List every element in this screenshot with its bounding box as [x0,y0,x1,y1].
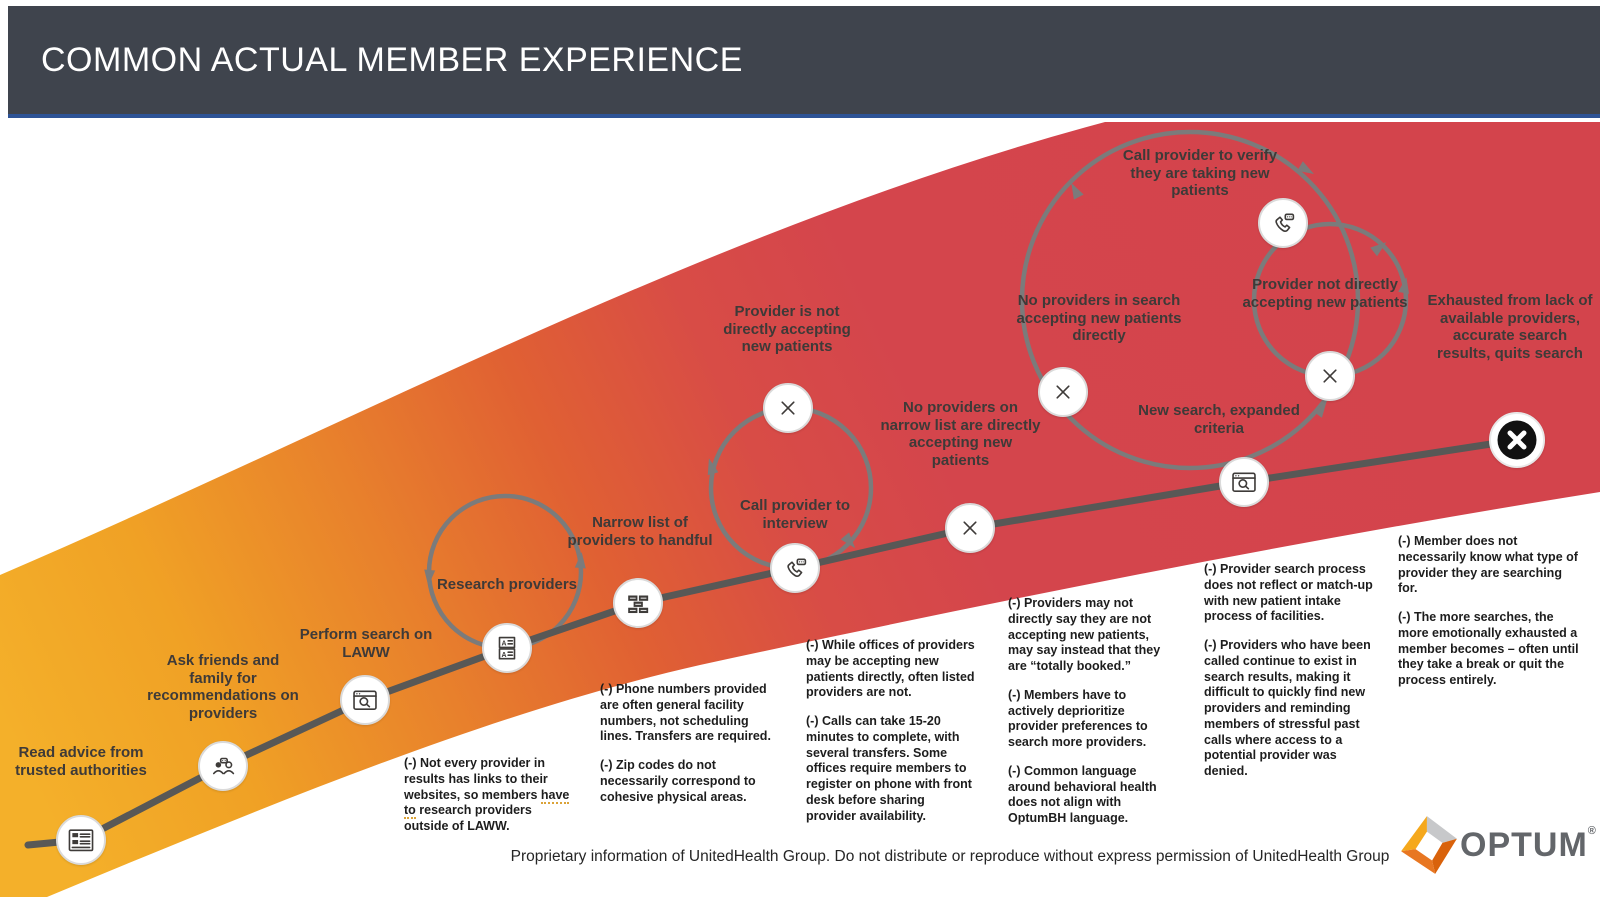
page-title: COMMON ACTUAL MEMBER EXPERIENCE [41,40,743,79]
note-paragraph: (-) Providers may not directly say they … [1008,596,1161,673]
optum-name: OPTUM [1460,826,1588,864]
step-label-perform-search: Perform search on LAWW [299,626,433,661]
people-chat-glyph [212,757,235,775]
step-label-call-verify: Call provider to verify they are taking … [1122,147,1278,200]
note-paragraph: (-) While offices of providers may be ac… [806,638,975,700]
slide-header: COMMON ACTUAL MEMBER EXPERIENCE [8,6,1600,118]
note-paragraph: (-) Zip codes do not necessarily corresp… [600,758,756,804]
step-label-none-on-list: No providers on narrow list are directly… [880,399,1041,469]
x-icon [945,503,995,553]
step-label-ask-friends: Ask friends and family for recommendatio… [147,652,299,722]
note-phone-numbers: (-) Phone numbers provided are often gen… [600,682,772,818]
note-paragraph: (-) Phone numbers provided are often gen… [600,682,771,744]
quit-x-glyph [1497,420,1537,460]
note-paragraph: (-) The more searches, the more emotiona… [1398,610,1579,687]
note-member-exhaustion: (-) Member does not necessarily know wha… [1398,534,1582,702]
x-icon [1305,351,1355,401]
step-label-new-search: New search, expanded criteria [1138,402,1300,437]
note-text: (-) Not every provider in results has li… [404,756,548,802]
step-label-not-direct: Provider not directly accepting new pati… [1242,276,1408,311]
optum-logo: OPTUM® [1398,810,1598,880]
phone-chat-icon [1258,198,1308,248]
provider-cards-glyph: A A [498,636,516,660]
note-offices: (-) While offices of providers may be ac… [806,638,976,837]
quit-x-icon [1489,412,1545,468]
provider-grid-icon [613,578,663,628]
note-text-underlined: have to [404,787,570,820]
phone-chat-glyph [1275,213,1295,232]
note-search-process: (-) Provider search process does not ref… [1204,562,1376,793]
x-icon [1038,367,1088,417]
svg-text:A: A [501,640,506,647]
optum-wordmark: OPTUM® [1460,825,1597,864]
gradient-swoosh [0,122,1600,897]
registered-mark: ® [1587,825,1597,837]
step-label-narrow-list: Narrow list of providers to handful [567,514,713,549]
newspaper-icon [56,815,106,865]
phone-chat-glyph [787,558,807,577]
step-label-exhausted: Exhausted from lack of available provide… [1427,292,1593,362]
note-paragraph: (-) Member does not necessarily know wha… [1398,534,1578,596]
svg-text:A: A [501,652,506,659]
note-paragraph: (-) Common language around behavioral he… [1008,763,1157,825]
x-icon [763,383,813,433]
newspaper-glyph [68,829,94,852]
browser-search-glyph [1232,472,1256,493]
step-label-none-in-search: No providers in search accepting new pat… [1016,292,1182,345]
browser-search-glyph [353,690,377,711]
browser-search-icon [1219,457,1269,507]
provider-cards-icon: A A [482,623,532,673]
optum-kite-icon [1401,816,1457,874]
journey-line [24,436,1521,849]
step-label-call-interview: Call provider to interview [739,497,851,532]
provider-grid-glyph [628,595,649,614]
proprietary-disclaimer: Proprietary information of UnitedHealth … [510,848,1390,865]
loop-arrowheads [424,161,1410,586]
note-paragraph: (-) Calls can take 15-20 minutes to comp… [806,714,972,823]
step-label-read-advice: Read advice from trusted authorities [15,744,147,779]
people-chat-icon [198,741,248,791]
note-laww-search: (-) Not every provider in results has li… [404,756,576,848]
step-label-research: Research providers [436,576,578,593]
note-totally-booked: (-) Providers may not directly say they … [1008,596,1174,840]
step-label-not-accepting: Provider is not directly accepting new p… [723,303,851,356]
note-paragraph: (-) Not every provider in results has li… [404,756,576,835]
browser-search-icon [340,675,390,725]
new-search-outer-loop [1019,129,1361,471]
phone-chat-icon [770,543,820,593]
note-paragraph: (-) Members have to actively deprioritiz… [1008,687,1148,749]
note-paragraph: (-) Providers who have been called conti… [1204,638,1371,778]
note-paragraph: (-) Provider search process does not ref… [1204,562,1373,624]
note-text: research providers outside of LAWW. [404,803,532,833]
